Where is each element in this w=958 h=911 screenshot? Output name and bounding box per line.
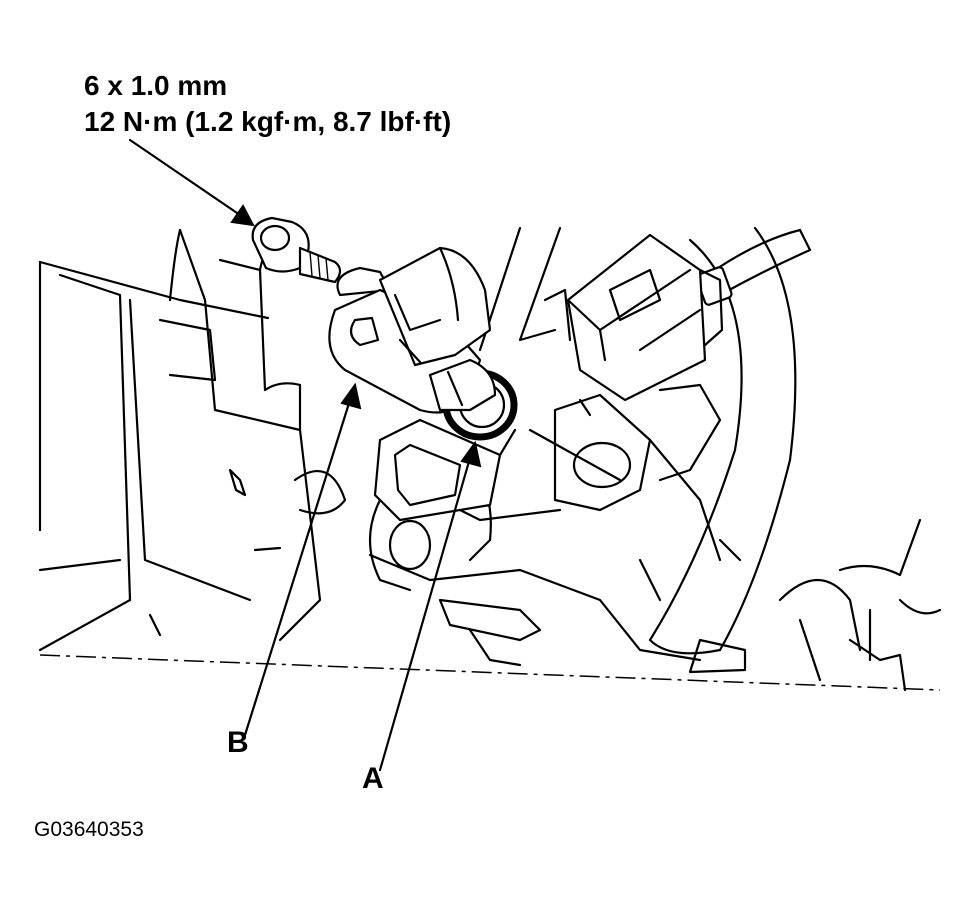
wire-harness xyxy=(695,228,812,306)
ground-dashed-line xyxy=(39,654,941,691)
engine-housing xyxy=(38,226,942,692)
sensor-mount xyxy=(373,418,517,522)
bolt-size-label: 6 x 1.0 mm xyxy=(84,70,228,101)
leader-arrows xyxy=(128,138,482,772)
wiring-connector xyxy=(566,233,724,402)
torque-spec-label: 12 N·m (1.2 kgf·m, 8.7 lbf·ft) xyxy=(84,106,452,137)
callout-b: B xyxy=(227,726,249,759)
callout-a: A xyxy=(362,762,384,795)
sensor-body xyxy=(328,246,497,414)
mounting-bolt xyxy=(251,216,342,284)
figure-id: G03640353 xyxy=(34,818,144,841)
